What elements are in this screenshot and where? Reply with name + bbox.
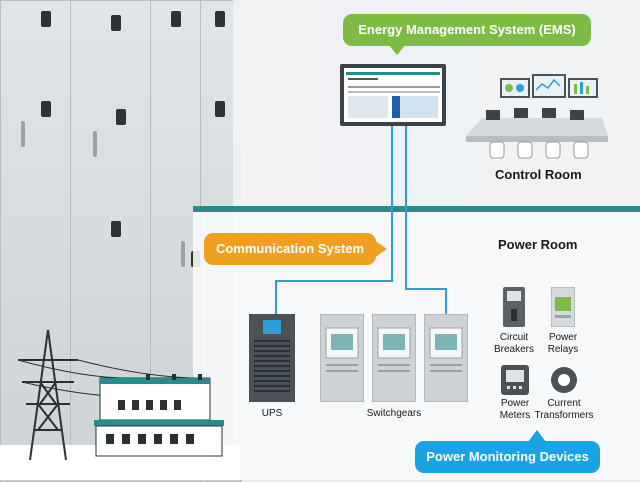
power-room-title: Power Room: [498, 237, 578, 252]
wire: [391, 122, 393, 280]
switchgears-caption: Switchgears: [366, 408, 422, 419]
switchgear-cabinet: [320, 314, 364, 402]
circuit-breaker-icon: [503, 287, 525, 327]
ups-caption: UPS: [261, 408, 283, 419]
power-meters-line-2: Meters: [499, 410, 531, 421]
switchgear-cabinet: [372, 314, 416, 402]
pmd-label-pointer: [528, 430, 546, 442]
wire: [405, 288, 447, 290]
power-relay-icon: [551, 287, 575, 327]
control-room-title: Control Room: [495, 167, 582, 182]
wire: [275, 280, 393, 282]
ems-label-pointer: [388, 44, 406, 55]
power-meters-line-1: Power: [500, 398, 530, 409]
ems-monitor: [340, 64, 446, 126]
power-meter-icon: [501, 365, 529, 395]
comm-label-pointer: [374, 240, 387, 258]
current-transformers-line-2: Transformers: [534, 410, 594, 421]
wire: [405, 122, 407, 290]
power-monitoring-devices-label: Power Monitoring Devices: [415, 441, 600, 473]
wire: [445, 288, 447, 316]
bg-cabinet: [0, 0, 72, 482]
ems-label: Energy Management System (EMS): [343, 14, 591, 46]
current-transformers-line-1: Current: [547, 398, 581, 409]
power-relays-line-1: Power: [548, 332, 578, 343]
room-divider: [193, 206, 640, 212]
current-transformer-icon: [551, 367, 577, 393]
switchgear-cabinet: [424, 314, 468, 402]
communication-system-label: Communication System: [204, 233, 376, 265]
circuit-breakers-line-1: Circuit: [499, 332, 529, 343]
circuit-breakers-line-2: Breakers: [493, 344, 534, 355]
control-room-workstation: [466, 74, 608, 159]
ups-unit: [249, 314, 295, 402]
transmission-tower-illustration: [0, 329, 240, 480]
power-relays-line-2: Relays: [547, 344, 579, 355]
wire: [275, 280, 277, 316]
